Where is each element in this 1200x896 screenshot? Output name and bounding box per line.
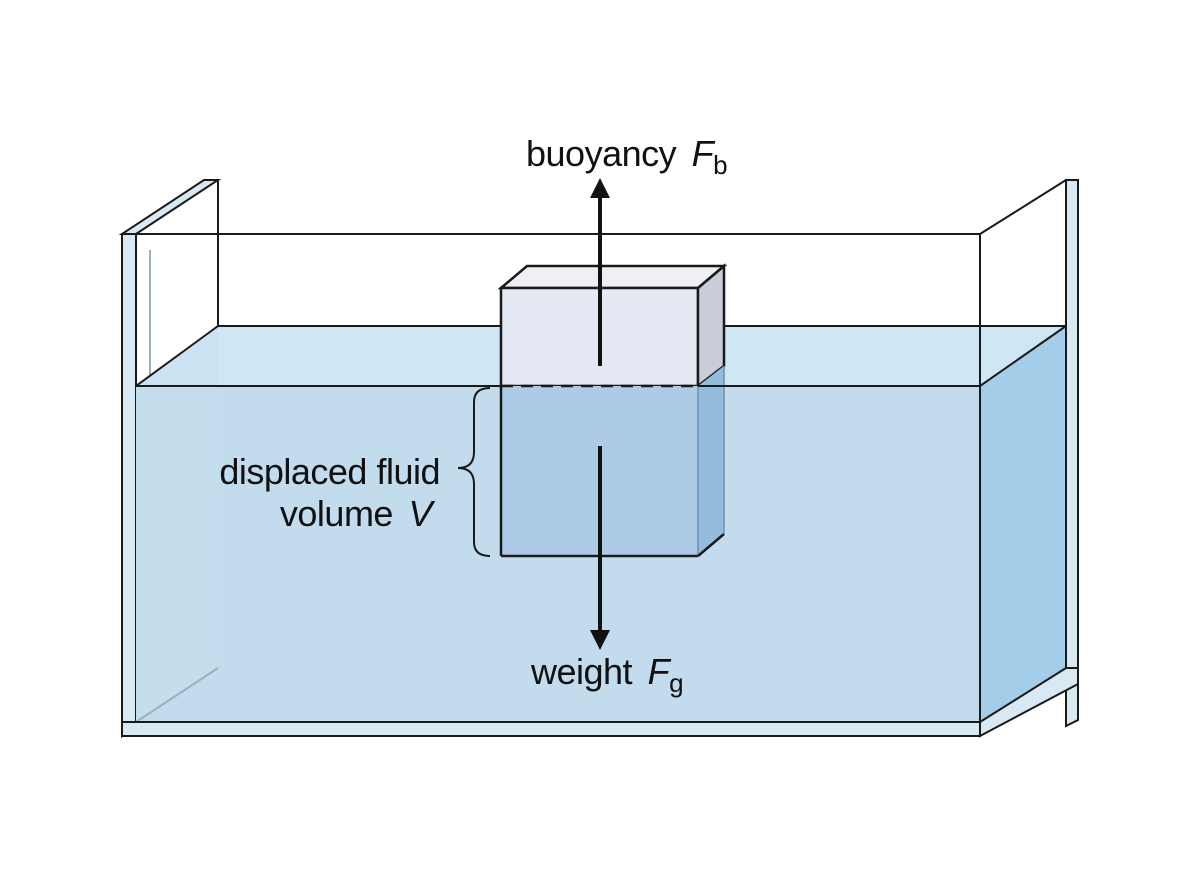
labels: buoyancy Fb weight Fg displaced fluid vo…: [219, 133, 727, 698]
buoyancy-symbol: F: [692, 133, 716, 174]
displaced-label-line2: volume V: [280, 493, 436, 534]
weight-symbol: F: [648, 651, 672, 692]
buoyancy-subscript: b: [713, 150, 727, 180]
water-surface-right-edge: [979, 325, 1067, 387]
water-side: [980, 326, 1066, 722]
tank-right-top-edge: [979, 179, 1067, 235]
displaced-volume-word: volume: [280, 493, 393, 534]
weight-word: weight: [530, 651, 633, 692]
waterline: [135, 325, 1067, 388]
block-side-above-water: [696, 263, 726, 389]
weight-subscript: g: [669, 668, 683, 698]
tank-frame: [121, 179, 1079, 738]
block-side-below-water: [698, 366, 724, 556]
tank-left-water-wall: [136, 326, 218, 722]
weight-label: weight Fg: [530, 651, 683, 698]
buoyancy-word: buoyancy: [526, 133, 677, 174]
displaced-label-line1: displaced fluid: [219, 451, 440, 492]
water-surface-left-edge: [135, 325, 219, 387]
tank-left-floor-edge: [135, 667, 219, 723]
tank-left-wall: [121, 233, 137, 739]
tank-right-wall: [1065, 179, 1079, 728]
buoyancy-label: buoyancy Fb: [526, 133, 727, 180]
tank-left-wall-top: [118, 179, 222, 235]
block-top-face: [497, 264, 728, 290]
block-bottom-side-edge: [697, 533, 725, 557]
block: [497, 263, 728, 558]
displaced-volume-symbol: V: [408, 493, 435, 534]
tank-base-side: [979, 667, 1079, 738]
displaced-volume-brace: [457, 387, 491, 557]
tank-base-front: [121, 721, 981, 737]
